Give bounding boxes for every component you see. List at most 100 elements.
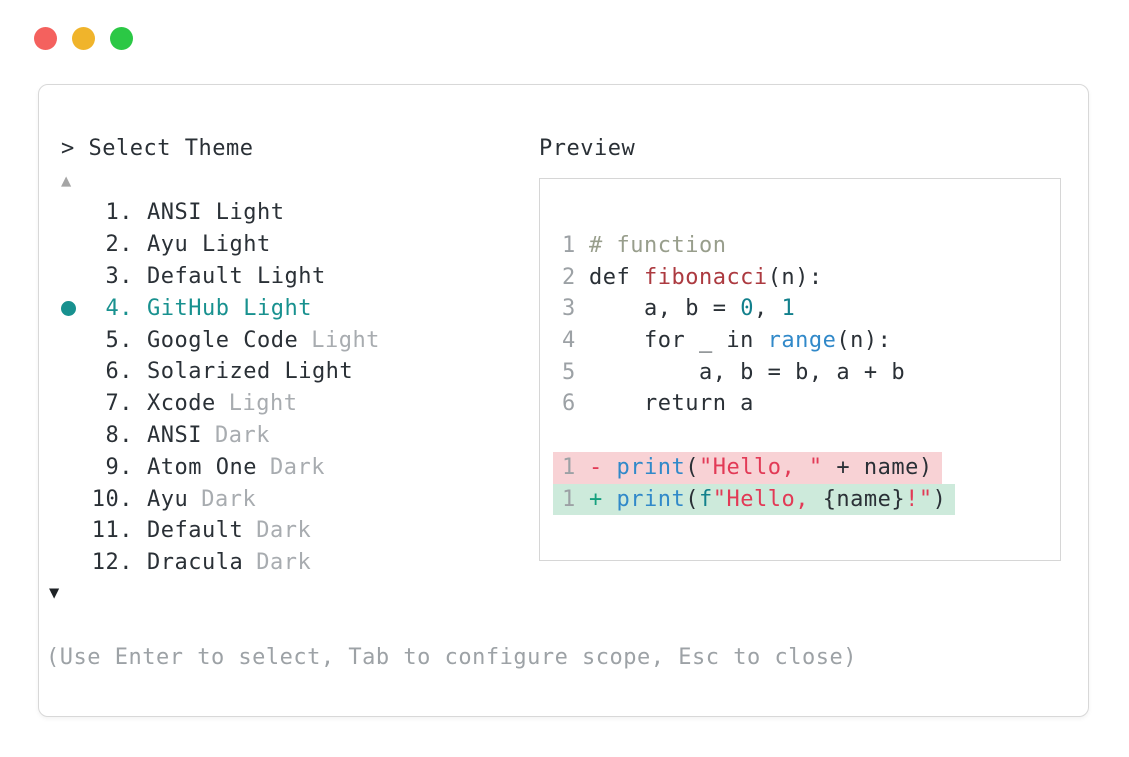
diff-del-highlight: 1- print("Hello, " + name) (553, 451, 942, 484)
code-token-plain: {name} (822, 486, 906, 512)
theme-item-number: 6. (105, 359, 133, 385)
theme-item-label: Xcode (147, 391, 216, 417)
theme-item-label: Ayu (147, 486, 189, 512)
theme-item-variant-label: Dark (256, 518, 312, 544)
theme-item-number: 5. (105, 327, 133, 353)
code-line-4: 4 for _ in range(n): (562, 325, 955, 357)
line-number: 2 (562, 264, 576, 290)
selection-bullet-column (61, 269, 91, 284)
theme-item-variant-label: Dark (201, 486, 257, 512)
code-token-string: "Hello, " (698, 454, 823, 480)
line-number: 5 (562, 359, 576, 385)
code-line-8: 1- print("Hello, " + name) (553, 451, 955, 484)
diff-add-highlight: 1+ print(f"Hello, {name}!") (553, 483, 956, 516)
prompt-line: > Select Theme (61, 135, 253, 163)
code-token-del-sign: - (588, 454, 617, 480)
code-line-3: 3 a, b = 0, 1 (562, 293, 955, 325)
code-token-plain: + name) (822, 454, 933, 480)
code-token-plain: for _ in (588, 328, 768, 354)
theme-item-number: 11. (91, 518, 133, 544)
code-token-plain: return a (588, 391, 754, 417)
theme-item-ayu-dark[interactable]: 10. Ayu Dark (39, 483, 509, 515)
theme-item-google-code-light[interactable]: 5. Google Code Light (39, 324, 509, 356)
theme-item-github-light[interactable]: 4. GitHub Light (39, 292, 509, 324)
minimize-button[interactable] (72, 27, 95, 50)
scroll-up-icon[interactable]: ▲ (61, 171, 72, 191)
selection-bullet-column (61, 237, 91, 252)
theme-item-variant-label: Dark (256, 550, 312, 576)
theme-item-number: 8. (105, 422, 133, 448)
code-token-func: fibonacci (643, 264, 768, 290)
theme-item-number: 12. (91, 550, 133, 576)
code-line-9: 1+ print(f"Hello, {name}!") (553, 483, 956, 516)
footer-hint: (Use Enter to select, Tab to configure s… (46, 645, 857, 670)
theme-item-label: Google Code (147, 327, 299, 353)
line-number: 4 (562, 328, 576, 354)
theme-item-number: 4. (105, 295, 133, 321)
zoom-button[interactable] (110, 27, 133, 50)
theme-item-label: ANSI (147, 422, 202, 448)
code-token-plain: a, b = (588, 296, 741, 322)
selection-bullet-column (61, 333, 91, 348)
selection-bullet-column (61, 364, 91, 379)
dialog-title: Select Theme (88, 136, 254, 161)
theme-item-number: 1. (105, 200, 133, 226)
code-token-plain: ( (685, 486, 699, 512)
selection-bullet-column (61, 492, 91, 507)
line-number: 1 (562, 454, 576, 480)
window-controls (34, 27, 133, 50)
theme-item-ansi-light[interactable]: 1.ANSI Light (39, 197, 509, 229)
scroll-down-icon[interactable]: ▼ (49, 583, 60, 603)
code-token-plain: def (588, 264, 644, 290)
code-token-plain: a, b = b, a + b (588, 359, 906, 385)
theme-item-label: Ayu Light (147, 232, 271, 258)
theme-item-label: Atom One (147, 454, 257, 480)
code-token-comment: # function (588, 233, 727, 258)
theme-item-label: GitHub Light (147, 295, 312, 321)
code-token-plain: (n): (836, 328, 892, 354)
code-line-6: 6 return a (562, 388, 955, 420)
theme-item-variant-label: Dark (214, 422, 270, 448)
code-line-7 (562, 420, 955, 452)
code-token-plain: ) (932, 486, 947, 512)
code-token-plain: ( (685, 454, 699, 480)
theme-item-dracula-dark[interactable]: 12. Dracula Dark (39, 547, 509, 579)
theme-item-solarized-light[interactable]: 6. Solarized Light (39, 356, 509, 388)
theme-item-variant-label: Dark (269, 454, 325, 480)
theme-item-label: Solarized Light (147, 359, 354, 385)
code-token-plain: , (753, 296, 782, 322)
code-token-string: "Hello, (712, 486, 823, 512)
theme-item-number: 10. (91, 486, 133, 512)
code-token-plain: (n): (767, 264, 823, 290)
code-token-number: 0 (740, 296, 754, 322)
selection-bullet-column (61, 396, 91, 411)
theme-item-label: Dracula (147, 550, 244, 576)
theme-item-default-light[interactable]: 3.Default Light (39, 261, 509, 293)
selection-bullet-column (61, 460, 91, 475)
theme-item-ansi-dark[interactable]: 8. ANSI Dark (39, 420, 509, 452)
code-line-content: 3 a, b = 0, 1 (553, 293, 804, 325)
line-number: 1 (562, 486, 576, 512)
close-button[interactable] (34, 27, 57, 50)
theme-item-default-dark[interactable]: 11. Default Dark (39, 515, 509, 547)
code-token-fstring: f (698, 486, 713, 512)
theme-item-variant-label: Light (311, 327, 380, 353)
prompt-caret-icon: > (61, 136, 89, 161)
theme-item-number: 2. (105, 232, 133, 258)
code-token-string: !" (905, 486, 933, 512)
theme-item-ayu-light[interactable]: 2. Ayu Light (39, 229, 509, 261)
code-line-content: 5 a, b = b, a + b (553, 357, 914, 389)
theme-item-label: Default (147, 518, 244, 544)
code-token-add-sign: + (588, 486, 617, 512)
theme-item-number: 7. (105, 391, 133, 417)
line-number: 1 (562, 233, 576, 258)
code-line-2: 2 def fibonacci(n): (562, 262, 955, 294)
code-token-call: range (767, 328, 837, 354)
